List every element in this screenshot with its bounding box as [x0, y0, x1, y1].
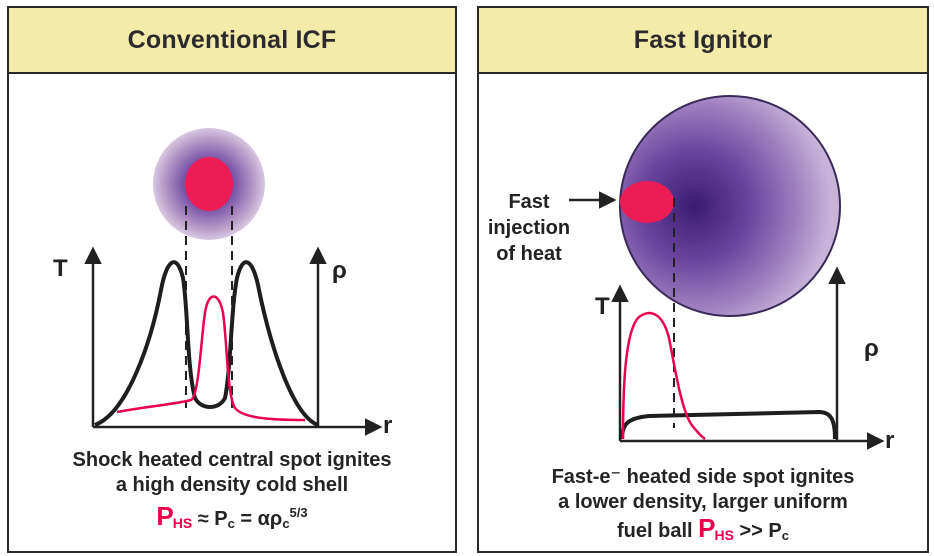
temperature-curve: [621, 311, 706, 440]
annotation-fast: Fast: [508, 191, 549, 213]
caption-line-2: a high density cold shell: [115, 474, 349, 496]
density-curve: [620, 409, 837, 440]
fast-ignitor-caption: Fast-e⁻ heated side spot ignites a lower…: [479, 465, 927, 548]
conventional-icf-diagram: T ρ r: [53, 128, 392, 439]
hot-spot-pressure-symbol: PHS: [698, 513, 734, 543]
conventional-caption: Shock heated central spot ignites a high…: [9, 448, 455, 536]
annotation-injection: injection: [488, 217, 570, 239]
caption-line-2: a lower density, larger uniform: [558, 491, 848, 513]
density-curve: [94, 260, 319, 427]
rho-axis-label: ρ: [332, 257, 347, 284]
caption-formula: PHS ≈ Pc = αρc5/3: [156, 501, 308, 531]
panel-fast-ignitor: Fast Ignitor T ρ r: [477, 6, 929, 553]
hot-spot-pressure-symbol: PHS: [156, 501, 193, 531]
side-hot-spot: [620, 181, 674, 223]
central-hot-spot: [185, 157, 233, 211]
fast-ignitor-diagram: T ρ r Fast injection of heat: [488, 95, 894, 454]
annotation-of-heat: of heat: [496, 243, 562, 265]
panel-title: Fast Ignitor: [479, 8, 927, 74]
caption-line-3: fuel ball PHS >> Pc: [617, 513, 789, 543]
t-axis-label: T: [595, 293, 610, 320]
panel-title: Conventional ICF: [9, 8, 455, 74]
t-axis-label: T: [53, 255, 68, 282]
rho-axis-label: ρ: [864, 335, 879, 362]
r-axis-label: r: [383, 412, 392, 439]
caption-line-1: Shock heated central spot ignites: [72, 449, 392, 471]
caption-line-1: Fast-e⁻ heated side spot ignites: [551, 466, 855, 488]
temperature-curve: [116, 295, 306, 422]
panel-conventional-icf: Conventional ICF T ρ r: [7, 6, 457, 553]
r-axis-label: r: [885, 427, 894, 454]
